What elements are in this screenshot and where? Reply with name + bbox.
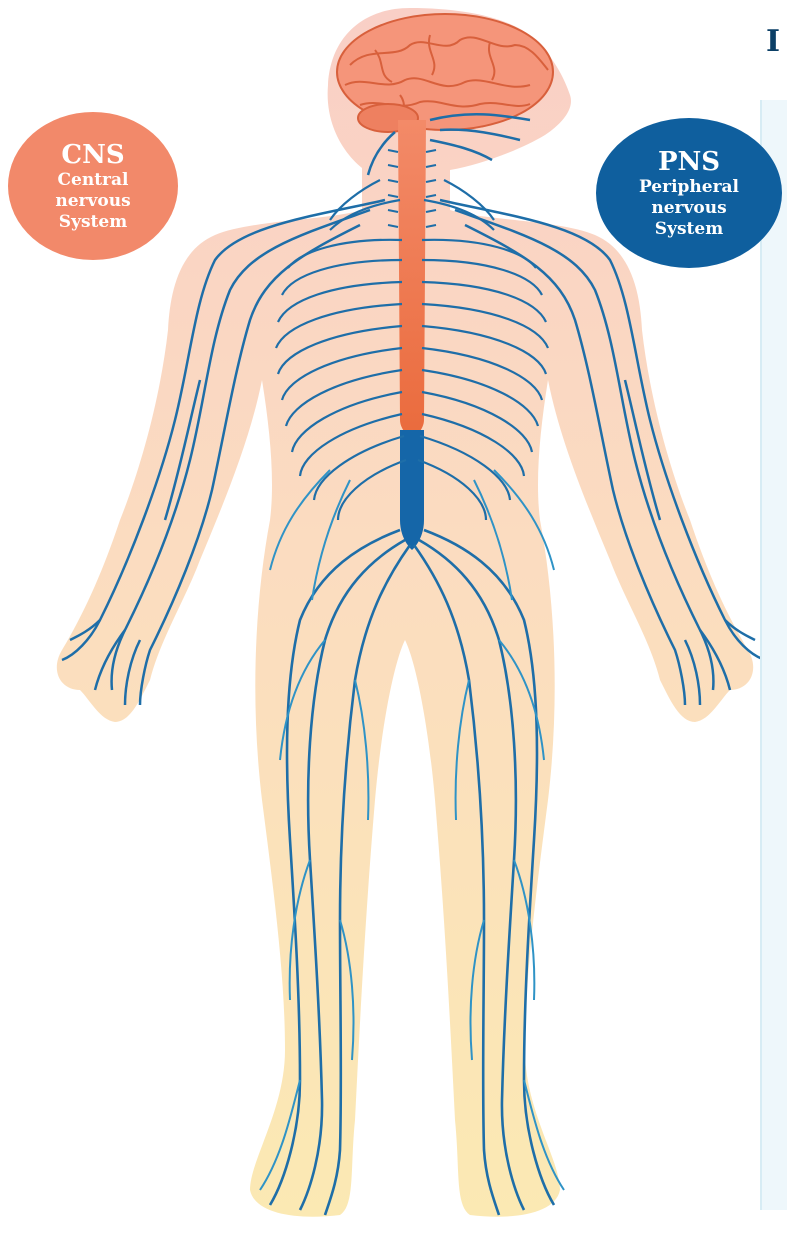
pns-line3: System <box>655 219 723 240</box>
pns-line2: nervous <box>651 198 726 219</box>
cauda-equina <box>400 430 424 550</box>
cns-line1: Central <box>58 170 129 191</box>
cns-line2: nervous <box>55 191 130 212</box>
pns-line1: Peripheral <box>639 177 739 198</box>
brain <box>337 14 553 132</box>
cns-abbr: CNS <box>61 140 124 170</box>
pns-abbr: PNS <box>658 147 720 177</box>
side-panel <box>760 100 787 1210</box>
cropped-heading-letter: I <box>766 24 780 59</box>
cns-badge: CNS Central nervous System <box>8 112 178 260</box>
cns-line3: System <box>59 212 127 233</box>
pns-badge: PNS Peripheral nervous System <box>596 118 782 268</box>
spinal-cord <box>398 120 426 438</box>
